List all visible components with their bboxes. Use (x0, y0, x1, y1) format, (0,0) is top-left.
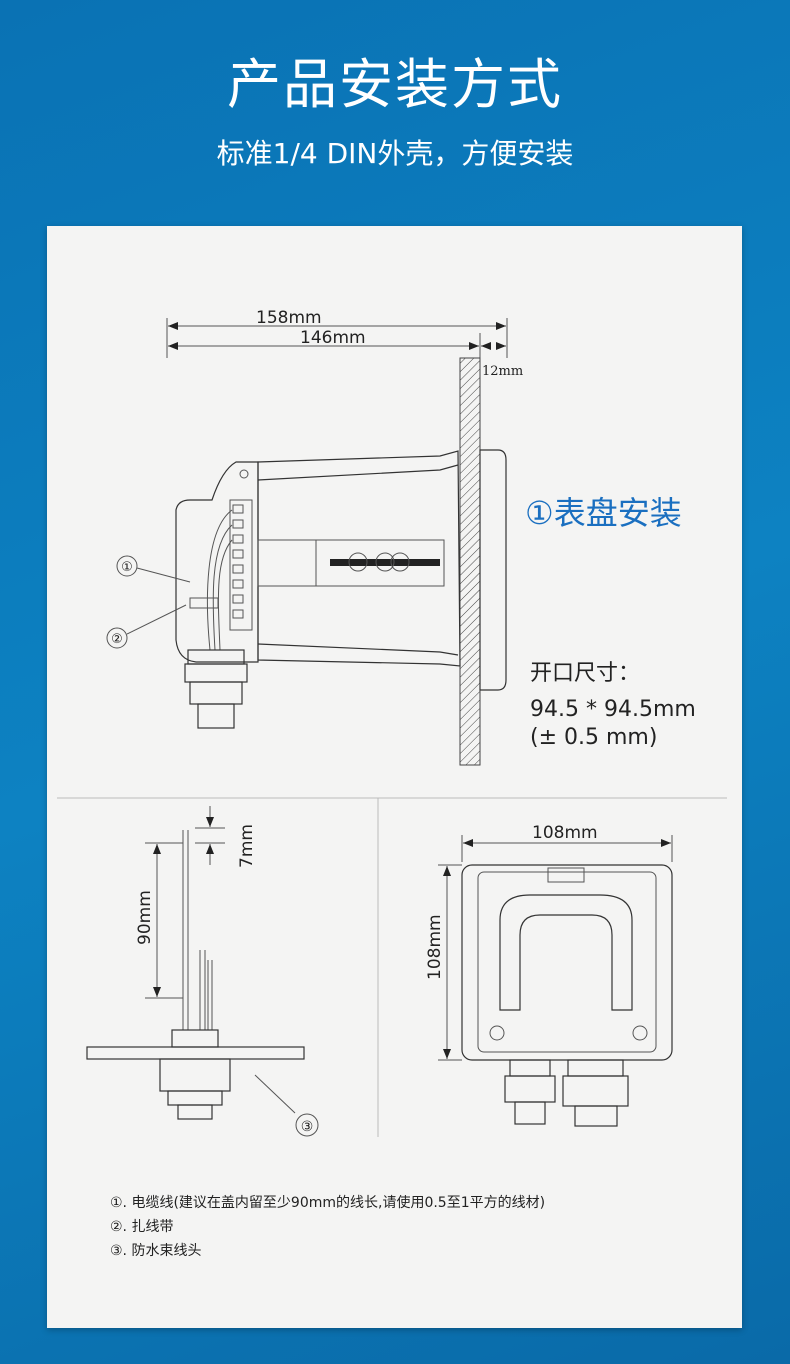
mounting-panel (459, 357, 481, 766)
dimension-lines (166, 318, 508, 358)
housing-back (461, 864, 673, 1061)
note-cable-tie: ②. 扎线带 (110, 1219, 174, 1235)
cutout-tolerance: (± 0.5 mm) (530, 725, 657, 750)
wire-view: 90mm 7mm ③ (86, 806, 319, 1137)
front-bezel (479, 449, 507, 691)
dim-12mm: 12mm (482, 364, 523, 379)
cutout-title: 开口尺寸： (530, 661, 640, 686)
handle (499, 894, 633, 1011)
dim-158mm: 158mm (256, 308, 322, 328)
back-view: 108mm 108mm (425, 823, 673, 1127)
dim-width-108mm: 108mm (532, 823, 598, 843)
note-waterproof-gland: ③. 防水束线头 (110, 1243, 202, 1259)
dim-7mm: 7mm (237, 824, 257, 868)
instrument-body (257, 450, 461, 667)
callout-3: ③ (301, 1119, 314, 1135)
callout-1: ① (121, 560, 133, 575)
note-cable: ①. 电缆线(建议在盖内留至少90mm的线长,请使用0.5至1平方的线材) (110, 1195, 546, 1211)
panel-mount-label: ①表盘安装 (525, 494, 682, 532)
page-subtitle: 标准1/4 DIN外壳，方便安装 (216, 137, 574, 170)
cable-gland (184, 649, 248, 729)
clamp-bar (330, 559, 440, 566)
rail (257, 539, 317, 587)
cable-gland (159, 1029, 231, 1120)
cables (206, 509, 233, 651)
dim-146mm: 146mm (300, 328, 366, 348)
wires (182, 830, 213, 1030)
slot (315, 539, 445, 587)
dim-height-108mm: 108mm (425, 914, 445, 980)
cable-gland-right (562, 1059, 629, 1127)
page-title: 产品安装方式 (227, 53, 563, 116)
diagram-panel (47, 226, 742, 1328)
callout-2: ② (111, 632, 123, 647)
mounting-plate (86, 1046, 305, 1060)
rear-cover (175, 461, 259, 663)
cable-gland-left (504, 1059, 556, 1125)
cable-tie (189, 597, 219, 609)
cutout-size: 94.5 * 94.5mm (530, 697, 696, 722)
dim-90mm: 90mm (135, 890, 155, 945)
terminal-block (229, 499, 253, 631)
side-view: 158mm 146mm 12mm ① (106, 308, 696, 766)
